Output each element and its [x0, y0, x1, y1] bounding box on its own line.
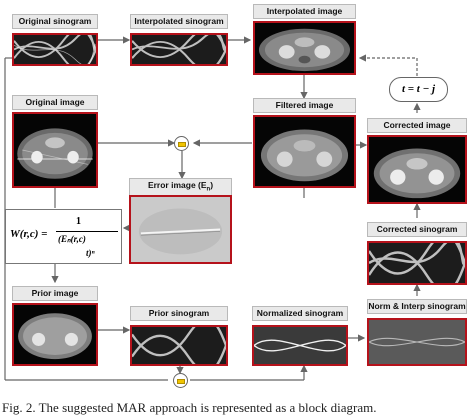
interpolated-image-block: Interpolated image [253, 4, 356, 75]
error-image [129, 195, 232, 264]
error-image-label-sub: n [206, 186, 211, 193]
interpolated-image [253, 21, 356, 75]
formula-numerator: 1 [76, 216, 81, 227]
formula-fraction-bar [56, 231, 118, 232]
original-sinogram-label: Original sinogram [12, 14, 98, 29]
interpolated-image-label: Interpolated image [253, 4, 356, 19]
error-image-block: Error image (En) [129, 178, 232, 264]
corrected-image-block: Corrected image [367, 118, 467, 204]
filtered-image-block: Filtered image [253, 98, 356, 188]
prior-image-block: Prior image [12, 286, 98, 366]
prior-image-label: Prior image [12, 286, 98, 301]
norm-interp-sinogram-image [367, 318, 467, 366]
original-sinogram-block: Original sinogram [12, 14, 98, 66]
weight-formula: W(r,c) = 1 (Eₙ(r,c) t)ⁿ [5, 209, 122, 264]
original-image [12, 112, 98, 188]
normalized-sinogram-block: Normalized sinogram [252, 306, 348, 366]
filtered-image [253, 115, 356, 188]
original-image-label: Original image [12, 95, 98, 110]
figure-caption: Fig. 2. The suggested MAR approach is re… [2, 400, 377, 415]
threshold-update-rule: t = t − j [389, 77, 448, 102]
interpolated-sinogram-label: Interpolated sinogram [130, 14, 228, 29]
corrected-sinogram-block: Corrected sinogram [367, 222, 467, 285]
error-image-label-close: ) [210, 180, 214, 190]
prior-sinogram-label: Prior sinogram [130, 306, 228, 321]
norm-interp-sinogram-label: Norm & Interp sinogram [367, 299, 467, 314]
subtract-operator-icon [174, 136, 189, 151]
corrected-sinogram-label: Corrected sinogram [367, 222, 467, 237]
interpolated-sinogram-image [130, 33, 228, 66]
prior-sinogram-block: Prior sinogram [130, 306, 228, 366]
filtered-image-label: Filtered image [253, 98, 356, 113]
normalized-sinogram-image [252, 325, 348, 366]
formula-denominator-tail: t)ⁿ [86, 248, 95, 258]
interpolated-sinogram-block: Interpolated sinogram [130, 14, 228, 66]
corrected-sinogram-image [367, 241, 467, 285]
corrected-image-label: Corrected image [367, 118, 467, 133]
original-sinogram-image [12, 33, 98, 66]
formula-lhs: W(r,c) = [10, 228, 48, 240]
formula-denominator: (Eₙ(r,c) [58, 234, 86, 244]
error-image-label-text: Error image (E [147, 180, 207, 190]
corrected-image [367, 135, 467, 204]
subtract-operator-icon [173, 373, 188, 388]
original-image-block: Original image [12, 95, 98, 188]
norm-interp-sinogram-block: Norm & Interp sinogram [367, 299, 467, 366]
prior-sinogram-image [130, 325, 228, 366]
prior-image [12, 303, 98, 366]
normalized-sinogram-label: Normalized sinogram [252, 306, 348, 321]
